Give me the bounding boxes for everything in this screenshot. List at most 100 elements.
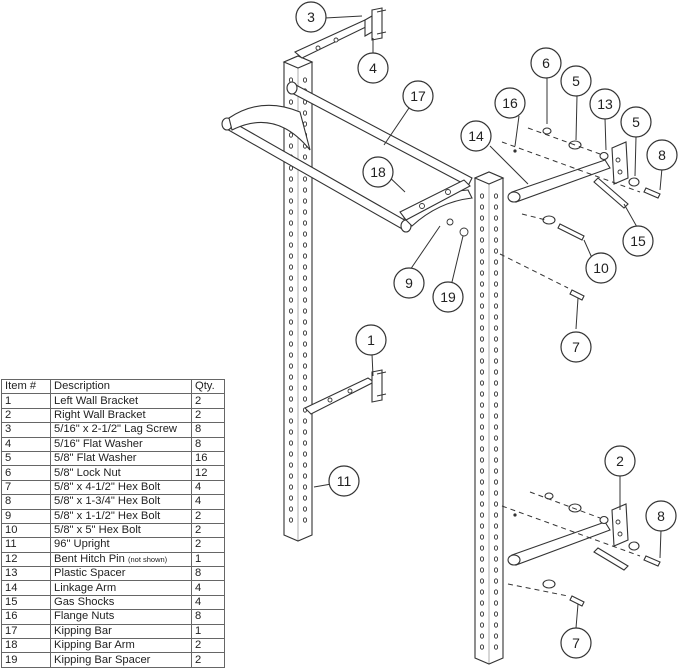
callout-15-label: 15 — [630, 233, 646, 249]
upright-hole — [479, 644, 485, 650]
cell-item: 14 — [1, 580, 51, 596]
upright-hole — [302, 297, 308, 303]
cell-item: 12 — [1, 551, 51, 568]
callout-5a: 5 — [560, 65, 592, 97]
upright-hole — [302, 253, 308, 259]
upright-hole — [493, 457, 499, 463]
upright-hole — [479, 259, 485, 265]
cell-description: Right Wall Bracket — [50, 407, 192, 424]
callout-9-label: 9 — [405, 275, 413, 291]
callout-4-label: 4 — [369, 60, 377, 76]
upright-hole — [493, 622, 499, 628]
callout-5b: 5 — [620, 106, 652, 138]
description-text: 5/8" x 1-3/4" Hex Bolt — [54, 495, 161, 508]
cell-qty: 1 — [191, 551, 225, 568]
cell-qty: 4 — [191, 580, 225, 596]
cell-qty: 4 — [191, 479, 225, 496]
upright-hole — [493, 468, 499, 474]
upright-hole — [288, 231, 294, 237]
callout-11: 11 — [328, 465, 360, 497]
upright-hole — [288, 374, 294, 380]
description-text: 5/8" Lock Nut — [54, 466, 121, 479]
callout-7a: 7 — [560, 331, 592, 363]
upright-hole — [479, 501, 485, 507]
upright-hole — [493, 226, 499, 232]
cell-qty: 2 — [191, 638, 225, 654]
upright-hole — [493, 204, 499, 210]
upright-hole — [479, 281, 485, 287]
callout-18: 18 — [362, 156, 394, 188]
upright-hole — [479, 545, 485, 551]
callout-7b: 7 — [560, 627, 592, 659]
cell-description: 5/8" x 4-1/2" Hex Bolt — [50, 479, 192, 496]
description-text: Bent Hitch Pin — [54, 552, 125, 565]
upright-hole — [493, 589, 499, 595]
upright-hole — [288, 363, 294, 369]
upright-hole — [493, 347, 499, 353]
callout-8b-label: 8 — [657, 508, 665, 524]
upright-hole — [493, 369, 499, 375]
callout-10-label: 10 — [593, 260, 609, 276]
description-text: 5/8" x 5" Hex Bolt — [54, 524, 141, 537]
upright-hole — [288, 143, 294, 149]
upright-hole — [493, 545, 499, 551]
description-text: Kipping Bar Spacer — [54, 653, 151, 666]
callout-3-label: 3 — [307, 9, 315, 25]
upright-hole — [479, 611, 485, 617]
cell-qty: 2 — [191, 652, 225, 668]
cell-description: Kipping Bar Arm — [50, 638, 192, 654]
upright-hole — [493, 424, 499, 430]
upright-hole — [479, 589, 485, 595]
cell-description: Flange Nuts — [50, 609, 192, 625]
upright-hole — [479, 446, 485, 452]
callout-7b-label: 7 — [572, 635, 580, 651]
upright-hole — [288, 297, 294, 303]
upright-hole — [479, 270, 485, 276]
upright-hole — [493, 314, 499, 320]
right-upright — [473, 171, 505, 665]
upright-hole — [288, 418, 294, 424]
upright-hole — [288, 198, 294, 204]
upright-hole — [479, 369, 485, 375]
cell-item: 16 — [1, 609, 51, 625]
middle-wall-bracket — [304, 369, 387, 415]
cell-description: 5/16" x 2-1/2" Lag Screw — [50, 422, 192, 438]
upright-hole — [479, 292, 485, 298]
upright-hole — [479, 204, 485, 210]
lower-linkage-assembly — [501, 491, 661, 607]
cell-qty: 2 — [191, 537, 225, 553]
upright-hole — [288, 517, 294, 523]
description-text: Gas Shocks — [54, 596, 115, 609]
cell-item: 9 — [1, 508, 51, 524]
callout-14: 14 — [460, 120, 492, 152]
upright-hole — [479, 303, 485, 309]
top-wall-bracket — [293, 7, 387, 59]
callout-18-label: 18 — [370, 164, 386, 180]
parts-table-header: Item # Description Qty. — [1, 378, 225, 395]
upright-hole — [493, 270, 499, 276]
header-qty: Qty. — [191, 378, 225, 395]
upright-hole — [288, 286, 294, 292]
upright-hole — [493, 402, 499, 408]
cell-item: 18 — [1, 638, 51, 654]
upright-hole — [302, 319, 308, 325]
upright-hole — [302, 374, 308, 380]
upright-hole — [479, 347, 485, 353]
upright-hole — [288, 495, 294, 501]
description-text: Left Wall Bracket — [54, 394, 139, 407]
upright-hole — [302, 110, 308, 116]
upright-hole — [302, 209, 308, 215]
upright-hole — [302, 341, 308, 347]
kipping-bar-assembly — [221, 81, 473, 237]
upright-hole — [493, 259, 499, 265]
cell-qty: 4 — [191, 594, 225, 611]
upright-hole — [302, 418, 308, 424]
cell-description: 5/8" Lock Nut — [50, 465, 192, 481]
